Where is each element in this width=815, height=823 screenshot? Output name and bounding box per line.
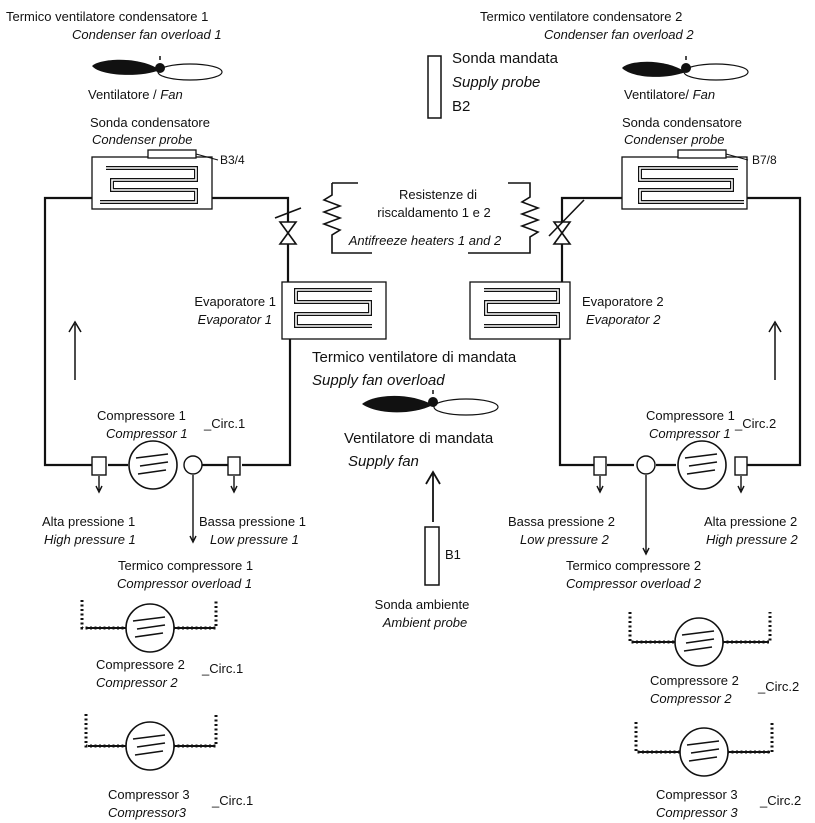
- condenser-1-icon: [91, 149, 219, 210]
- condenser-probe-2-label-en: Condenser probe: [624, 132, 725, 147]
- flow-arrow-circuit-2-icon: [768, 320, 782, 380]
- condenser-fan-2-label-en: Fan: [692, 87, 716, 102]
- compressor-1-circ1-label: Compressore 1: [97, 408, 186, 423]
- circuit-1-tag-compressor-2: _Circ.1: [202, 661, 244, 676]
- ambient-probe-label-en: Ambient probe: [382, 615, 468, 630]
- expansion-valve-2-icon: [548, 199, 585, 245]
- compressor-2-circ2-label: Compressore 2: [650, 673, 739, 688]
- high-pressure-1-label: Alta pressione 1: [42, 514, 136, 529]
- antifreeze-heaters-label-2: riscaldamento 1 e 2: [377, 205, 491, 220]
- flow-arrow-circuit-1-icon: [68, 320, 82, 380]
- condenser-fan-overload-2-label-en: Condenser fan overload 2: [544, 27, 694, 42]
- compressor-2-circ1-icon: [80, 600, 218, 653]
- high-pressure-switch-2-icon: [734, 456, 748, 494]
- supply-fan-icon: [362, 390, 499, 416]
- compressor-2-circ1-label: Compressore 2: [96, 657, 185, 672]
- compressor-1-circ1-label-en: Compressor 1: [106, 426, 188, 441]
- condenser-fan-overload-2-label: Termico ventilatore condensatore 2: [480, 9, 683, 24]
- evaporator-1-label-en: Evaporator 1: [197, 312, 272, 327]
- compressor-3-circ1-icon: [84, 714, 218, 771]
- condenser-2-icon: [621, 149, 749, 210]
- ambient-probe-label: Sonda ambiente: [374, 597, 470, 612]
- supply-fan-label-en: Supply fan: [348, 453, 419, 470]
- ambient-probe-tag: B1: [445, 547, 461, 562]
- condenser-probe-2-tag: B7/8: [752, 153, 777, 167]
- compressor-3-circ2-label: Compressor 3: [656, 787, 738, 802]
- antifreeze-heaters-label: Resistenze di: [398, 187, 478, 202]
- supply-probe-label-en: Supply probe: [452, 74, 541, 91]
- evaporator-2-label: Evaporatore 2: [582, 294, 664, 309]
- compressor-2-circ2-icon: [628, 612, 772, 667]
- evaporator-2-label-en: Evaporator 2: [586, 312, 661, 327]
- low-pressure-1-label-en: Low pressure 1: [210, 532, 299, 547]
- condenser-probe-1-tag: B3/4: [220, 153, 245, 167]
- supply-fan-overload-label-en: Supply fan overload: [312, 372, 445, 389]
- compressor-3-circ2-label-en: Compressor 3: [656, 805, 738, 820]
- condenser-probe-2-label: Sonda condensatore: [622, 115, 742, 130]
- circuit-1-tag: _Circ.1: [204, 416, 246, 431]
- compressor-3-circ1-label-en: Compressor3: [108, 805, 187, 820]
- condenser-fan-1-label-it: Ventilatore /: [88, 87, 157, 102]
- compressor-overload-1-label: Termico compressore 1: [118, 558, 254, 573]
- supply-fan-overload-label: Termico ventilatore di mandata: [312, 349, 517, 366]
- high-pressure-2-label-en: High pressure 2: [706, 532, 798, 547]
- condenser-fan-2-icon: [622, 56, 749, 81]
- condenser-probe-1-label: Sonda condensatore: [90, 115, 210, 130]
- supply-fan-label: Ventilatore di mandata: [344, 430, 494, 447]
- expansion-valve-1-icon: [274, 207, 302, 245]
- circuit-2-tag-compressor-3: _Circ.2: [760, 793, 802, 808]
- compressor-overload-1-label-en: Compressor overload 1: [117, 576, 253, 591]
- evaporator-1-icon: [281, 281, 387, 340]
- compressor-1-circ2-label: Compressore 1: [646, 408, 735, 423]
- compressor-1-circ1-icon: [128, 440, 178, 490]
- ambient-probe-b1-icon: [424, 526, 440, 586]
- compressor-overload-2-icon: [636, 455, 656, 556]
- supply-probe-label: Sonda mandata: [452, 50, 558, 67]
- evaporator-2-icon: [469, 281, 571, 340]
- supply-air-arrow-icon: [425, 470, 441, 522]
- compressor-2-circ1-label-en: Compressor 2: [96, 675, 178, 690]
- circuit-1-piping: [43, 196, 292, 467]
- circuit-2-tag: _Circ.2: [735, 416, 777, 431]
- circuit-1-tag-compressor-3: _Circ.1: [212, 793, 254, 808]
- high-pressure-2-label: Alta pressione 2: [704, 514, 798, 529]
- low-pressure-switch-1-icon: [227, 456, 241, 494]
- compressor-1-circ2-icon: [677, 440, 727, 490]
- condenser-fan-1-label: Ventilatore / Fan: [88, 86, 183, 103]
- high-pressure-switch-1-icon: [91, 456, 107, 494]
- compressor-overload-2-label-en: Compressor overload 2: [566, 576, 702, 591]
- compressor-2-circ2-label-en: Compressor 2: [650, 691, 732, 706]
- condenser-probe-1-label-en: Condenser probe: [92, 132, 193, 147]
- antifreeze-heaters-icon: [321, 182, 541, 254]
- high-pressure-1-label-en: High pressure 1: [44, 532, 136, 547]
- compressor-overload-2-label: Termico compressore 2: [566, 558, 702, 573]
- antifreeze-heaters-label-en: Antifreeze heaters 1 and 2: [348, 233, 502, 248]
- low-pressure-2-label: Bassa pressione 2: [508, 514, 615, 529]
- condenser-fan-overload-1-label-en: Condenser fan overload 1: [72, 27, 222, 42]
- low-pressure-2-label-en: Low pressure 2: [520, 532, 609, 547]
- compressor-overload-1-icon: [183, 455, 203, 544]
- condenser-fan-1-icon: [92, 56, 223, 81]
- supply-probe-tag: B2: [452, 98, 471, 115]
- compressor-3-circ1-label: Compressor 3: [108, 787, 190, 802]
- supply-probe-b2-icon: [427, 55, 442, 119]
- evaporator-1-label: Evaporatore 1: [194, 294, 276, 309]
- low-pressure-1-label: Bassa pressione 1: [199, 514, 306, 529]
- condenser-fan-2-label: Ventilatore/ Fan: [624, 86, 715, 103]
- circuit-2-tag-compressor-2: _Circ.2: [758, 679, 800, 694]
- circuit-2-piping: [558, 196, 802, 467]
- low-pressure-switch-2-icon: [593, 456, 607, 494]
- compressor-3-circ2-icon: [634, 722, 774, 777]
- compressor-1-circ2-label-en: Compressor 1: [649, 426, 731, 441]
- condenser-fan-2-label-it: Ventilatore/: [624, 87, 690, 102]
- condenser-fan-1-label-en: Fan: [160, 87, 183, 102]
- condenser-fan-overload-1-label: Termico ventilatore condensatore 1: [6, 9, 209, 24]
